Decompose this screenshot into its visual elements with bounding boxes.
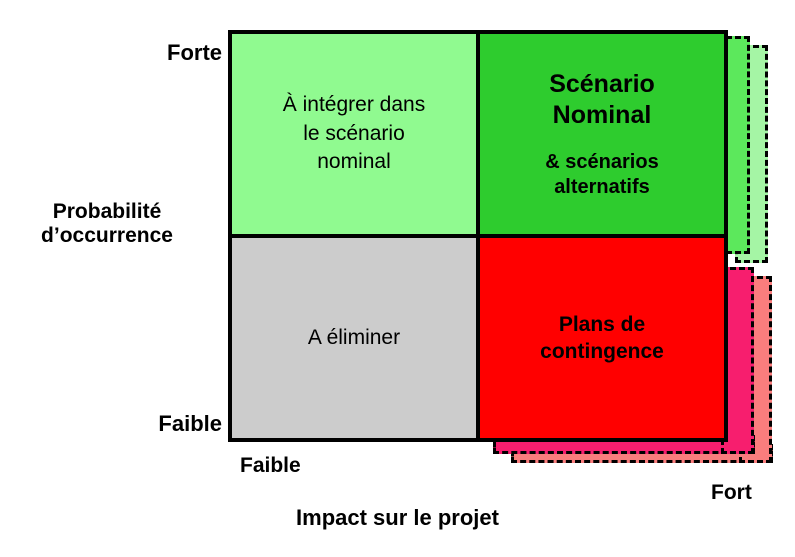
y-axis-high-label: Forte (167, 40, 222, 65)
x-axis-low-label: Faible (240, 454, 301, 477)
quadrant-high-prob-high-impact-subtitle: & scénarios alternatifs (545, 151, 659, 198)
x-axis-high-label: Fort (711, 481, 752, 504)
quadrant-high-prob-high-impact-title: Scénario Nominal (549, 70, 655, 129)
x-axis-title: Impact sur le projet (296, 505, 499, 530)
matrix-grid: À intégrer dans le scénario nominal Scén… (228, 30, 728, 442)
quadrant-low-prob-low-impact[interactable]: A éliminer (232, 238, 476, 438)
quadrant-low-prob-high-impact[interactable]: Plans de contingence (480, 238, 724, 438)
y-axis-title: Probabilité d’occurrence (41, 200, 173, 248)
quadrant-high-prob-high-impact[interactable]: Scénario Nominal & scénarios alternatifs (480, 34, 724, 234)
quadrant-high-prob-low-impact[interactable]: À intégrer dans le scénario nominal (232, 34, 476, 234)
quadrant-low-prob-low-impact-label: A éliminer (307, 325, 401, 349)
quadrant-high-prob-low-impact-label: À intégrer dans le scénario nominal (282, 93, 426, 174)
quadrant-low-prob-high-impact-label: Plans de contingence (540, 312, 664, 363)
y-axis-low-label: Faible (158, 411, 222, 436)
